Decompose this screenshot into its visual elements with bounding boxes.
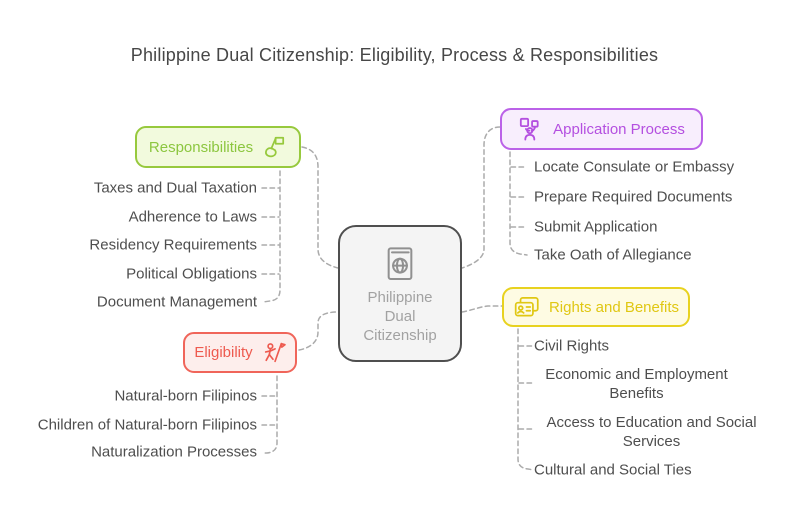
application-process-item: Locate Consulate or Embassy [534,158,735,176]
responsibilities-item: Adherence to Laws [128,208,257,226]
responsibilities-item: Residency Requirements [89,236,257,254]
diagram-title: Philippine Dual Citizenship: Eligibility… [130,45,659,65]
application-process-item: Take Oath of Allegiance [534,246,692,264]
eligibility-item: Natural-born Filipinos [114,387,257,405]
rights-item: Access to Education and Social Services [546,414,757,450]
node-label: Eligibility [194,344,253,361]
rights-item: Economic and Employment Benefits [545,366,728,402]
application-process-item: Submit Application [534,218,658,236]
responsibilities-item: Political Obligations [126,265,257,283]
eligibility-item: Naturalization Processes [91,443,257,461]
node-responsibilities: Responsibilities [135,126,301,168]
passport-icon [387,246,413,280]
rights-item: Civil Rights [534,337,610,355]
application-process-item: Prepare Required Documents [534,188,733,206]
center-node-label: Dual [384,307,416,325]
node-label: Responsibilities [148,138,254,156]
center-node: Philippine Dual Citizenship [338,225,462,362]
node-label: Rights and Benefits [548,298,680,316]
node-label: Application Process [553,120,685,138]
id-cards-icon [514,296,539,317]
node-application-process: Application Process [500,108,703,150]
center-node-label: Philippine [367,288,433,306]
hand-holding-flag-icon [265,136,285,158]
rights-item: Cultural and Social Ties [534,461,692,479]
responsibilities-item: Document Management [96,293,257,311]
node-rights-and-benefits: Rights and Benefits [502,287,690,327]
node-eligibility: Eligibility [183,332,297,373]
person-reaching-flag-icon [264,342,286,363]
center-node-label: Citizenship [363,326,437,344]
responsibilities-item: Taxes and Dual Taxation [93,179,257,197]
person-with-boxes-icon [520,117,539,141]
eligibility-item: Children of Natural-born Filipinos [37,416,257,434]
